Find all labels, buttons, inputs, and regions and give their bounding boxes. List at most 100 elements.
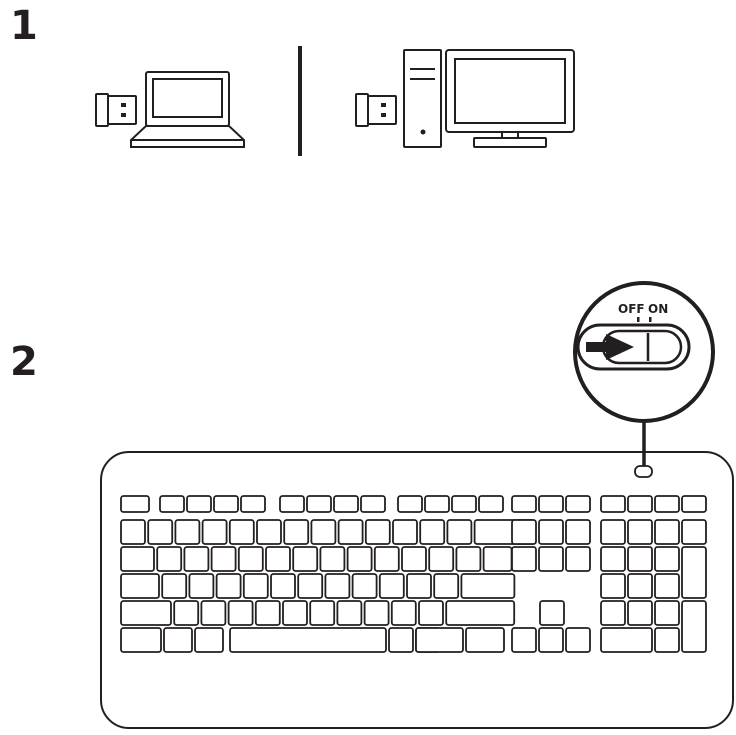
keyboard-key (627, 600, 653, 626)
keyboard-icon (100, 451, 734, 729)
keyboard-key (373, 546, 400, 572)
keyboard-key (213, 495, 239, 513)
keyboard-key (120, 573, 160, 599)
keyboard-key (120, 546, 155, 572)
usb-receiver-icon (355, 93, 397, 127)
arrow-right-icon (586, 334, 634, 360)
keyboard-key (455, 546, 482, 572)
keyboard-key (415, 627, 464, 653)
keyboard-key (163, 627, 193, 653)
keyboard-key (270, 573, 296, 599)
desktop-tower-icon (403, 49, 442, 148)
step-number-1: 1 (10, 3, 38, 49)
keyboard-key (201, 519, 228, 545)
keyboard-key (600, 546, 626, 572)
keyboard-key (240, 495, 266, 513)
keyboard-key (265, 546, 291, 572)
keyboard-key (186, 495, 212, 513)
keyboard-key (161, 573, 188, 599)
keyboard-key (351, 573, 378, 599)
keyboard-key (654, 600, 680, 626)
keyboard-key (511, 546, 537, 572)
keyboard-key (654, 519, 680, 545)
keyboard-key (378, 573, 405, 599)
keyboard-key (183, 546, 210, 572)
keyboard-key (337, 519, 364, 545)
keyboard-key (627, 519, 653, 545)
keyboard-key (433, 573, 460, 599)
keyboard-key (254, 600, 281, 626)
keyboard-key (256, 519, 282, 545)
keyboard-key (210, 546, 237, 572)
keyboard-key (310, 519, 337, 545)
keyboard-key (227, 600, 254, 626)
keyboard-key (228, 519, 255, 545)
keyboard-key (600, 519, 626, 545)
keyboard-key (215, 573, 242, 599)
power-switch-icon: OFF ON (573, 281, 715, 423)
keyboard-key (600, 627, 653, 653)
keyboard-key (363, 600, 390, 626)
keyboard-key (309, 600, 336, 626)
keyboard-key (478, 495, 504, 513)
keyboard-key (654, 627, 680, 653)
keyboard-key (627, 546, 653, 572)
keyboard-key (242, 573, 269, 599)
keyboard-key (282, 600, 308, 626)
step-number-2: 2 (10, 339, 38, 385)
keyboard-key (627, 573, 653, 599)
keyboard-key (654, 546, 680, 572)
keyboard-key (397, 495, 423, 513)
keyboard-key (194, 627, 224, 653)
laptop-icon (130, 71, 245, 148)
keyboard-key (147, 519, 174, 545)
keyboard-key (538, 627, 564, 653)
keyboard-key (229, 627, 387, 653)
keyboard-key (156, 546, 183, 572)
keyboard-key (600, 573, 626, 599)
keyboard-key (283, 519, 310, 545)
keyboard-key (600, 600, 626, 626)
keyboard-key (401, 546, 427, 572)
keyboard-key (511, 519, 537, 545)
keyboard-key (292, 546, 319, 572)
keyboard-key (681, 600, 707, 653)
keyboard-key (681, 546, 707, 599)
keyboard-key (565, 627, 591, 653)
keyboard-key (565, 495, 591, 513)
keyboard-key (188, 573, 215, 599)
keyboard-key (418, 600, 444, 626)
keyboard-key (451, 495, 477, 513)
keyboard-key (388, 627, 414, 653)
keyboard-key (390, 600, 417, 626)
keyboard-key (120, 627, 162, 653)
keyboard-key (364, 519, 391, 545)
keyboard-key (173, 600, 200, 626)
keyboard-key (237, 546, 264, 572)
keyboard-key (319, 546, 346, 572)
keyboard-key (346, 546, 373, 572)
keyboard-key (654, 573, 680, 599)
keyboard-key (120, 519, 146, 545)
keyboard-key (565, 546, 591, 572)
keyboard-key (538, 495, 564, 513)
keyboard-key (681, 519, 707, 545)
keyboard-key (482, 546, 513, 572)
keyboard-key (392, 519, 418, 545)
keyboard-key (460, 573, 516, 599)
keyboard-key (424, 495, 450, 513)
keyboard-key (336, 600, 363, 626)
keyboard-key (627, 495, 653, 513)
monitor-icon (445, 49, 575, 148)
keyboard-key (445, 600, 516, 626)
keyboard-key (360, 495, 386, 513)
keyboard-key (538, 546, 564, 572)
keyboard-key (565, 519, 591, 545)
keyboard-key (511, 627, 537, 653)
keyboard-key (681, 495, 707, 513)
keyboard-key (654, 495, 680, 513)
keyboard-key (306, 495, 332, 513)
keyboard-key (600, 495, 626, 513)
keyboard-key (159, 495, 185, 513)
